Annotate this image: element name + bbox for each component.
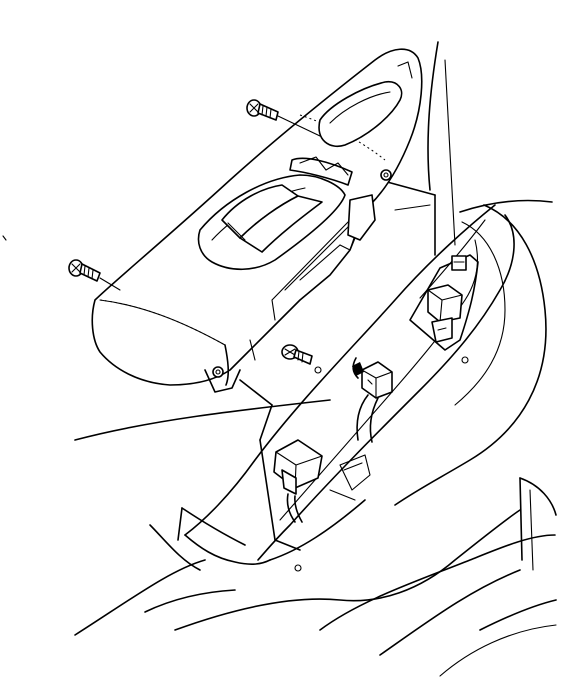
armrest-icon xyxy=(177,204,515,572)
connector-lower xyxy=(273,439,323,523)
connector-middle xyxy=(352,357,393,443)
connector-right xyxy=(427,255,467,343)
power-window-switch-bezel-icon xyxy=(91,48,423,393)
door-trim-panel-icon xyxy=(74,41,557,677)
screw-icon xyxy=(68,99,321,365)
screw-left xyxy=(68,259,121,291)
screw-top xyxy=(246,99,321,137)
connector-icon xyxy=(273,255,467,523)
screw-middle xyxy=(281,344,313,365)
mounting-bracket-icon xyxy=(239,59,456,551)
